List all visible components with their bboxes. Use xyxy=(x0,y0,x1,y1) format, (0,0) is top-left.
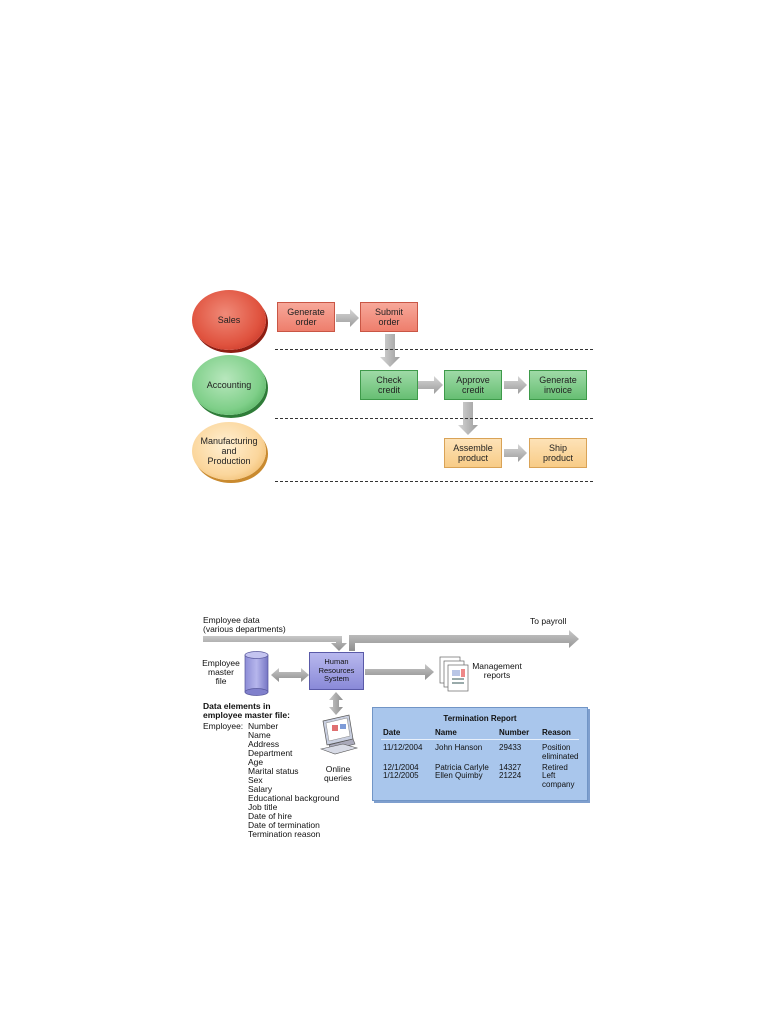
department-accounting: Accounting xyxy=(192,355,266,415)
list-item: Name xyxy=(248,730,271,740)
report-cell: 14327 xyxy=(499,763,522,772)
list-item: Job title xyxy=(248,802,278,812)
report-cell: 21224 xyxy=(499,771,522,780)
report-header-number: Number xyxy=(499,728,530,737)
to-payroll-label: To payroll xyxy=(530,616,567,626)
list-item: Number xyxy=(248,721,279,731)
arrow-hr-queries xyxy=(329,692,343,715)
report-cell: John Hanson xyxy=(435,743,483,752)
step-submit-order: Submit order xyxy=(360,302,418,332)
list-item: Address xyxy=(248,739,280,749)
lane-divider xyxy=(275,349,593,350)
report-header-date: Date xyxy=(383,728,401,737)
business-process-diagram: Sales Accounting Manufacturing and Produ… xyxy=(185,285,595,490)
report-header-name: Name xyxy=(435,728,457,737)
lane-divider xyxy=(275,481,593,482)
data-elements-title: Data elements in employee master file: xyxy=(203,701,290,720)
arrow-check-to-approve xyxy=(418,376,443,394)
list-item: Age xyxy=(248,757,264,767)
arrow-masterfile-hr xyxy=(271,668,309,682)
arrow-employee-data xyxy=(203,636,347,651)
database-icon xyxy=(244,651,269,696)
list-item: Educational background xyxy=(248,793,340,803)
report-cell: 12/1/2004 xyxy=(383,763,419,772)
department-label: Sales xyxy=(217,315,241,325)
report-cell: 11/12/2004 xyxy=(383,743,423,752)
hr-system-box: Human Resources System xyxy=(309,652,364,690)
report-cell: 29433 xyxy=(499,743,522,752)
step-generate-order: Generate order xyxy=(277,302,335,332)
report-cell: Retired xyxy=(542,763,568,772)
hr-system-diagram: Employee data (various departments) To p… xyxy=(197,613,590,839)
step-check-credit: Check credit xyxy=(360,370,418,400)
list-item: Salary xyxy=(248,784,273,794)
employee-label: Employee: xyxy=(203,721,244,731)
arrow-to-payroll xyxy=(349,630,579,651)
arrow-generate-to-submit xyxy=(336,309,359,327)
list-item: Date of hire xyxy=(248,811,292,821)
arrow-to-reports xyxy=(365,664,434,680)
arrow-submit-to-check xyxy=(380,334,400,367)
step-generate-invoice: Generate invoice xyxy=(529,370,587,400)
computer-icon xyxy=(319,714,359,755)
report-cell: Ellen Quimby xyxy=(435,771,483,780)
management-reports-label: Management reports xyxy=(472,661,522,680)
department-sales: Sales xyxy=(192,290,266,350)
report-stack-icon xyxy=(439,656,469,692)
step-ship-product: Ship product xyxy=(529,438,587,468)
list-item: Date of termination xyxy=(248,820,320,830)
employee-data-label: Employee data (various departments) xyxy=(203,615,286,634)
report-cell: Position eliminated xyxy=(542,743,579,761)
list-item: Department xyxy=(248,748,293,758)
list-item: Termination reason xyxy=(248,829,321,839)
report-title: Termination Report xyxy=(443,714,517,723)
lane-divider xyxy=(275,418,593,419)
department-manufacturing: Manufacturing and Production xyxy=(192,422,266,480)
list-item: Marital status xyxy=(248,766,299,776)
report-header-reason: Reason xyxy=(542,728,571,737)
department-label: Manufacturing and Production xyxy=(200,436,258,466)
hr-connectors xyxy=(203,630,579,755)
master-file-label: Employee master file xyxy=(202,658,240,686)
step-assemble-product: Assemble product xyxy=(444,438,502,468)
step-approve-credit: Approve credit xyxy=(444,370,502,400)
report-cell: Patricia Carlyle xyxy=(435,763,489,772)
termination-report: Termination Report Date Name Number Reas… xyxy=(372,707,588,801)
process-connectors xyxy=(336,309,527,462)
report-cell: Left company xyxy=(542,771,575,789)
department-label: Accounting xyxy=(206,380,252,390)
report-cell: 1/12/2005 xyxy=(383,771,419,780)
arrow-approve-to-invoice xyxy=(504,376,527,394)
list-item: Sex xyxy=(248,775,263,785)
report-divider xyxy=(381,739,579,740)
online-queries-label: Online queries xyxy=(324,764,352,783)
arrow-assemble-to-ship xyxy=(504,444,527,462)
